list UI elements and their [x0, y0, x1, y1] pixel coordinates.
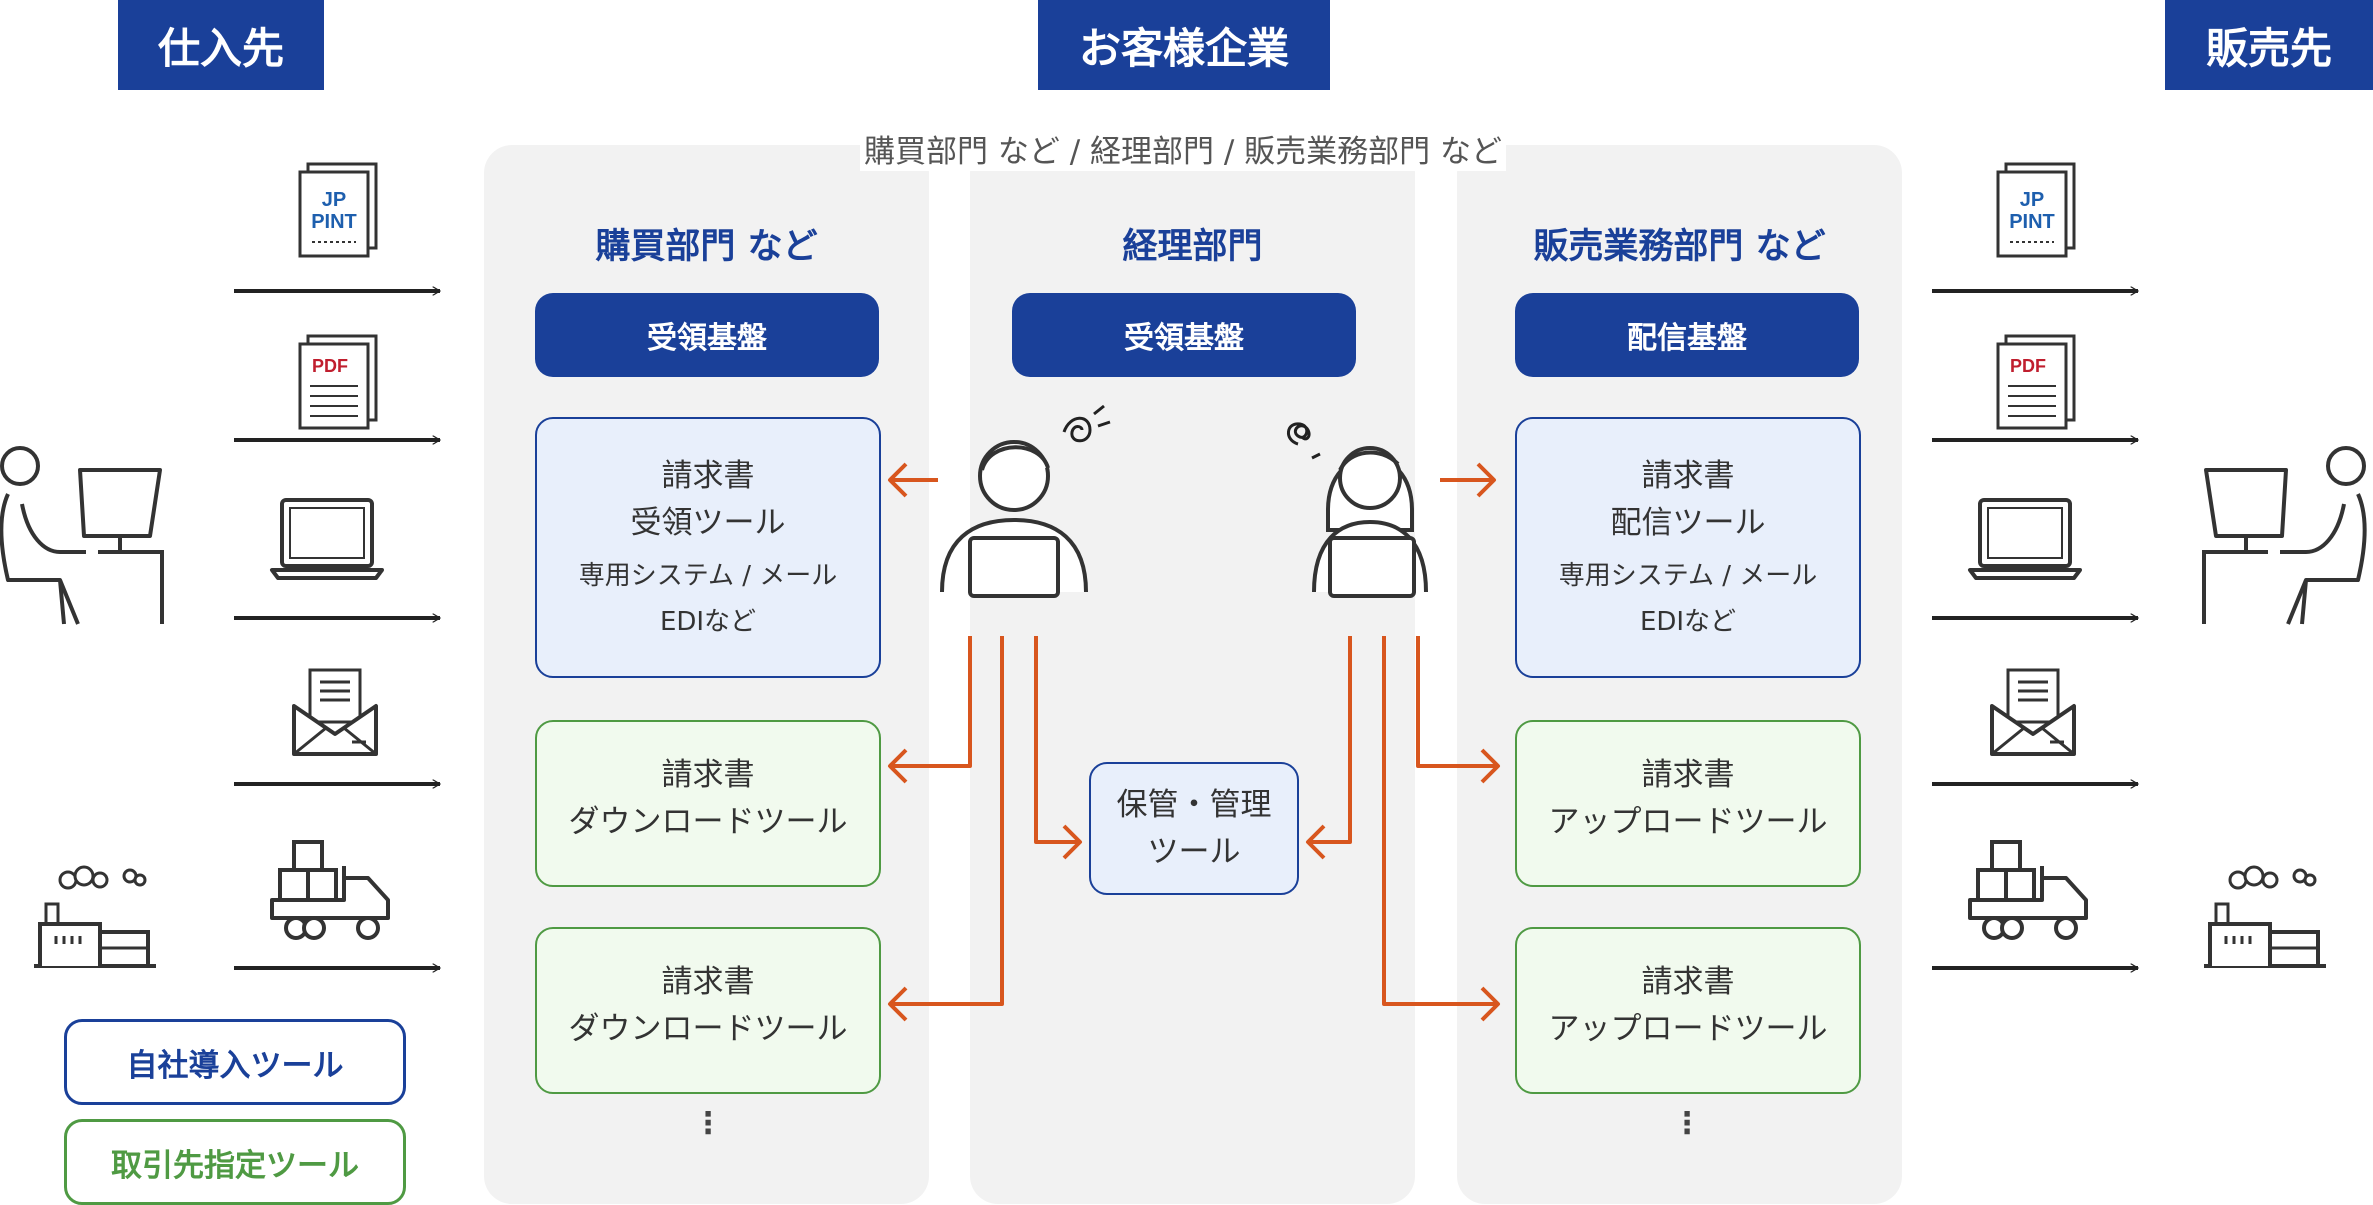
- pdf-doc-icon: PDF: [298, 334, 378, 430]
- receive-tool-sub1: 専用システム / メール: [578, 561, 838, 591]
- delivery-tool-line1: 請求書: [1641, 458, 1735, 494]
- upload-tool-box-2: 請求書 アップロードツール: [1515, 927, 1861, 1094]
- laptop-icon: [270, 498, 384, 580]
- pdf-doc-icon-right: PDF: [1996, 334, 2076, 430]
- delivery-tool-box: 請求書 配信ツール 専用システム / メール EDIなど: [1515, 417, 1861, 678]
- mail-icon: [292, 668, 378, 756]
- mail-icon-right: [1990, 668, 2076, 756]
- jp-pint-doc-icon: JP PINT: [298, 162, 378, 258]
- customer-formats: JP PINT PDF: [1932, 162, 2138, 968]
- download-tool-1-line1: 請求書: [661, 757, 755, 793]
- upload-tool-1-line2: アップロードツール: [1548, 804, 1828, 840]
- purchasing-worker-icon: [940, 404, 1111, 598]
- company-header: お客様企業: [1038, 0, 1330, 90]
- upload-tool-2-line1: 請求書: [1641, 964, 1735, 1000]
- supplier-header: 仕入先: [118, 0, 324, 90]
- download-tool-box-2: 請求書 ダウンロードツール: [535, 927, 881, 1094]
- sales-worker-icon: [1287, 422, 1428, 598]
- accounting-title: 経理部門: [1122, 227, 1263, 267]
- receive-tool-sub2: EDIなど: [659, 607, 757, 637]
- download-tool-1-line2: ダウンロードツール: [568, 804, 848, 840]
- delivery-tool-line2: 配信ツール: [1610, 505, 1766, 541]
- sales-title: 販売業務部門 など: [1533, 227, 1826, 267]
- jp-pint-doc-icon-right: JP PINT: [1996, 162, 2076, 258]
- jp-pint-bottom-right: PINT: [2009, 211, 2055, 233]
- jp-pint-top-right: JP: [2020, 189, 2044, 211]
- storage-tool-line1: 保管・管理: [1116, 787, 1272, 823]
- accounting-platform: 受領基盤: [1012, 293, 1356, 377]
- sales-platform: 配信基盤: [1515, 293, 1859, 377]
- storage-tool-box: 保管・管理 ツール: [1089, 762, 1299, 895]
- receive-tool-line2: 受領ツール: [630, 505, 786, 541]
- pdf-label: PDF: [312, 356, 348, 376]
- supplier-factory-icon: [32, 865, 158, 968]
- receive-tool-line1: 請求書: [661, 458, 755, 494]
- laptop-icon-right: [1968, 498, 2082, 580]
- supplier-formats: JP PINT PDF: [234, 162, 440, 968]
- download-tool-2-line2: ダウンロードツール: [568, 1011, 848, 1047]
- storage-tool-line2: ツール: [1147, 834, 1241, 870]
- departments-subtitle: 購買部門 など / 経理部門 / 販売業務部門 など: [860, 126, 1507, 171]
- pdf-label-right: PDF: [2010, 356, 2046, 376]
- purchasing-title: 購買部門 など: [595, 227, 818, 267]
- jp-pint-top: JP: [322, 189, 346, 211]
- legend-own-tool: 自社導入ツール: [64, 1019, 406, 1105]
- orange-connectors: [888, 462, 1500, 1022]
- download-tool-box-1: 請求書 ダウンロードツール: [535, 720, 881, 887]
- customer-header: 販売先: [2165, 0, 2373, 90]
- purchasing-platform: 受領基盤: [535, 293, 879, 377]
- receive-tool-box: 請求書 受領ツール 専用システム / メール EDIなど: [535, 417, 881, 678]
- upload-tool-box-1: 請求書 アップロードツール: [1515, 720, 1861, 887]
- delivery-tool-sub2: EDIなど: [1639, 607, 1737, 637]
- customer-person-icon: [2202, 446, 2367, 626]
- truck-icon: [270, 840, 390, 940]
- download-tool-2-line1: 請求書: [661, 964, 755, 1000]
- supplier-person-icon: [0, 446, 164, 626]
- jp-pint-bottom: PINT: [311, 211, 357, 233]
- delivery-tool-sub1: 専用システム / メール: [1558, 561, 1818, 591]
- customer-factory-icon: [2202, 865, 2328, 968]
- upload-tool-1-line1: 請求書: [1641, 757, 1735, 793]
- upload-tool-2-line2: アップロードツール: [1548, 1011, 1828, 1047]
- truck-icon-right: [1968, 840, 2088, 940]
